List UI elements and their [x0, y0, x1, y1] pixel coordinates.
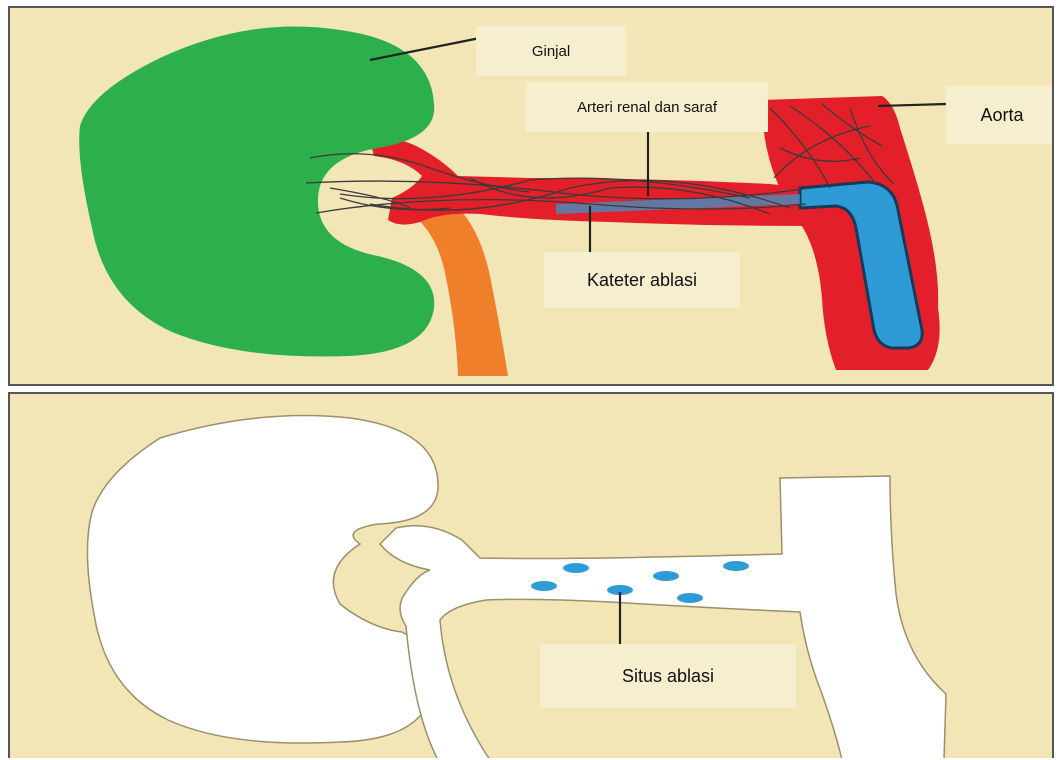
ablation-site-dot [677, 593, 703, 603]
ablation-site-dot [653, 571, 679, 581]
ablation-site-dot [563, 563, 589, 573]
label-ablation-site: Situs ablasi [540, 644, 796, 708]
label-renal-artery-nerve: Arteri renal dan saraf [526, 82, 768, 132]
bottom-illustration [10, 394, 1054, 758]
kidney-shape [79, 27, 434, 357]
top-panel-kidney-anatomy: Ginjal Arteri renal dan saraf Aorta Kate… [8, 6, 1054, 386]
ablation-site-dot [723, 561, 749, 571]
kidney-outline-shape [87, 416, 438, 744]
label-kidney: Ginjal [476, 26, 626, 76]
label-aorta: Aorta [946, 86, 1054, 144]
label-ablation-catheter: Kateter ablasi [544, 252, 740, 308]
artery-outline-shape [380, 476, 946, 758]
ablation-site-dot [531, 581, 557, 591]
bottom-panel-ablation-sites: Situs ablasi [8, 392, 1054, 758]
